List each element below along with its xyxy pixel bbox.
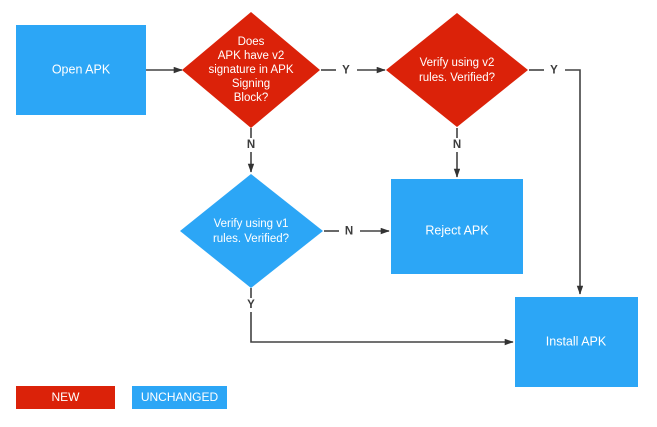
edge-label-verifyv2-yes: Y <box>550 65 558 77</box>
node-reject-apk[interactable]: Reject APK <box>391 179 523 274</box>
node-install-apk[interactable]: Install APK <box>515 297 638 387</box>
node-verify-v1-line-2: rules. Verified? <box>213 233 289 245</box>
legend-item-unchanged-label: UNCHANGED <box>141 390 219 404</box>
node-reject-apk-label: Reject APK <box>425 223 489 237</box>
node-has-v2-signature-line-3: signature in APK <box>208 64 293 76</box>
edge-label-verifyv1-yes: Y <box>247 299 255 311</box>
edge-label-verifyv1-no: N <box>345 226 353 238</box>
node-verify-v1[interactable]: Verify using v1 rules. Verified? <box>180 174 323 288</box>
legend-item-new-label: NEW <box>52 390 81 404</box>
node-has-v2-signature[interactable]: Does APK have v2 signature in APK Signin… <box>182 12 320 128</box>
edge-verifyv1-no: N <box>324 226 390 238</box>
legend: NEW UNCHANGED <box>16 386 227 409</box>
edge-verifyv1-yes: Y <box>247 288 514 346</box>
node-install-apk-label: Install APK <box>546 334 607 348</box>
legend-item-unchanged: UNCHANGED <box>132 386 227 409</box>
edge-label-verifyv2-no: N <box>453 139 461 151</box>
node-verify-v2[interactable]: Verify using v2 rules. Verified? <box>386 13 528 127</box>
node-verify-v2-line-1: Verify using v2 <box>420 57 495 69</box>
node-verify-v2-line-2: rules. Verified? <box>419 72 495 84</box>
edge-verifyv2-yes: Y <box>529 65 584 295</box>
edge-verifyv2-no: N <box>453 128 461 178</box>
node-has-v2-signature-line-2: APK have v2 <box>218 50 284 62</box>
node-has-v2-signature-line-5: Block? <box>234 92 269 104</box>
node-has-v2-signature-line-4: Signing <box>232 78 270 90</box>
edge-label-hasv2-no: N <box>247 139 255 151</box>
node-open-apk[interactable]: Open APK <box>16 25 146 115</box>
edge-hasv2-no: N <box>247 128 255 173</box>
node-has-v2-signature-line-1: Does <box>238 36 265 48</box>
edge-hasv2-yes: Y <box>321 65 386 77</box>
legend-item-new: NEW <box>16 386 115 409</box>
edge-label-hasv2-yes: Y <box>342 65 350 77</box>
node-verify-v1-line-1: Verify using v1 <box>214 218 289 230</box>
node-open-apk-label: Open APK <box>52 62 111 76</box>
